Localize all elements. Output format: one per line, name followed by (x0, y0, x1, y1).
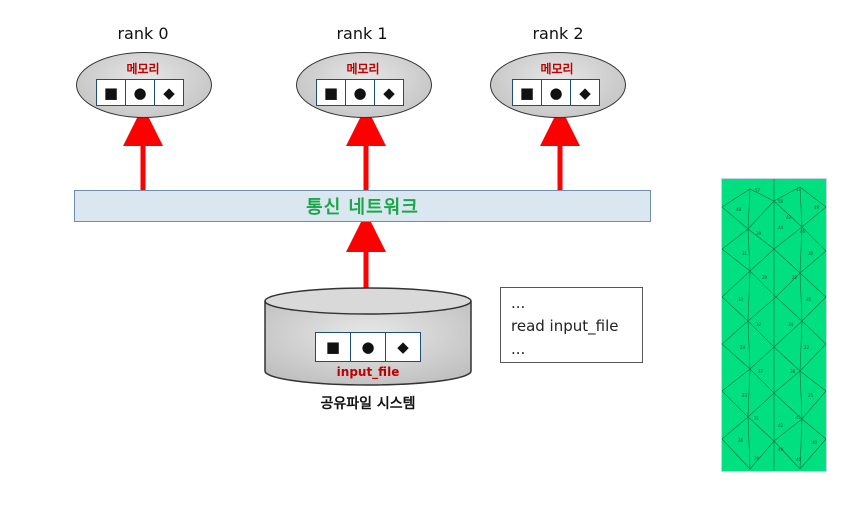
rank-2-memory-label: 메모리 (540, 62, 574, 76)
code-line: ... (511, 340, 526, 358)
mesh-node-label: 30 (808, 251, 814, 256)
mesh-node-label: 48 (736, 207, 742, 212)
square-icon: ■ (513, 80, 542, 105)
code-line: read input_file (511, 317, 619, 335)
mesh-node-label: 31 (754, 416, 760, 421)
circle-icon: ● (542, 80, 571, 105)
mesh-node-label: 40 (812, 440, 818, 445)
circle-icon: ● (126, 80, 155, 105)
mesh-node-label: 36 (738, 438, 744, 443)
rank-0-memory-label: 메모리 (126, 62, 160, 76)
mesh-node-label: 22 (804, 345, 810, 350)
input-file-cells: ■ ● ◆ (315, 332, 421, 362)
square-icon: ■ (97, 80, 126, 105)
mesh-node-label: 31 (742, 251, 748, 256)
square-icon: ■ (316, 333, 351, 361)
mesh-node-label: 46 (800, 229, 806, 234)
mesh-partition-image: 57 47 48 58 49 44 46 39 42 31 30 29 28 3… (721, 178, 827, 472)
mesh-node-label: 49 (814, 205, 820, 210)
mesh-edges (722, 179, 826, 471)
mesh-node-label: 41 (796, 415, 802, 420)
rank-2-memory-cells: ■ ● ◆ (512, 79, 600, 106)
code-line: ... (511, 294, 526, 312)
rank-1-memory-label: 메모리 (346, 62, 380, 76)
mesh-node-labels: 57 47 48 58 49 44 46 39 42 31 30 29 28 3… (736, 187, 820, 462)
mesh-node-label: 40 (796, 457, 802, 462)
mesh-node-label: 33 (738, 297, 744, 302)
mesh-node-label: 42 (778, 423, 784, 428)
communication-network-label: 통신 네트워크 (306, 197, 419, 218)
rank-1-memory-cells: ■ ● ◆ (316, 79, 404, 106)
mesh-node-label: 34 (788, 322, 794, 327)
rank-0-label: rank 0 (117, 24, 169, 43)
mesh-node-label: 44 (778, 225, 784, 230)
mesh-node-label: 39 (754, 456, 760, 461)
diamond-icon: ◆ (579, 83, 591, 102)
mesh-node-label: 32 (756, 322, 762, 327)
mesh-node-label: 25 (808, 393, 814, 398)
communication-network-bar: 통신 네트워크 (74, 190, 651, 222)
circle-icon: ● (346, 80, 375, 105)
mesh-node-label: 24 (740, 345, 746, 350)
mesh-node-label: 29 (762, 275, 768, 280)
mesh-node-label: 28 (792, 275, 798, 280)
code-snippet-box: ... read input_file ... (500, 287, 643, 363)
mesh-node-label: 38 (790, 369, 796, 374)
rank-2-label: rank 2 (532, 24, 584, 43)
diamond-icon: ◆ (383, 83, 395, 102)
mesh-node-label: 42 (786, 215, 792, 220)
circle-icon: ● (351, 333, 386, 361)
rank-1-label: rank 1 (336, 24, 388, 43)
input-file-label: input_file (336, 365, 400, 379)
shared-filesystem-label: 공유파일 시스템 (320, 396, 416, 412)
mesh-node-label: 35 (806, 297, 812, 302)
mesh-node-label: 49 (778, 447, 784, 452)
mesh-node-label: 39 (756, 231, 762, 236)
mesh-node-label: 58 (778, 199, 784, 204)
diamond-icon: ◆ (397, 338, 409, 356)
mesh-node-label: 47 (796, 187, 802, 192)
square-icon: ■ (317, 80, 346, 105)
diamond-icon: ◆ (163, 83, 175, 102)
mesh-node-label: 23 (742, 393, 748, 398)
mesh-node-label: 57 (755, 188, 761, 193)
rank-0-memory-cells: ■ ● ◆ (96, 79, 184, 106)
mesh-node-label: 37 (758, 369, 764, 374)
